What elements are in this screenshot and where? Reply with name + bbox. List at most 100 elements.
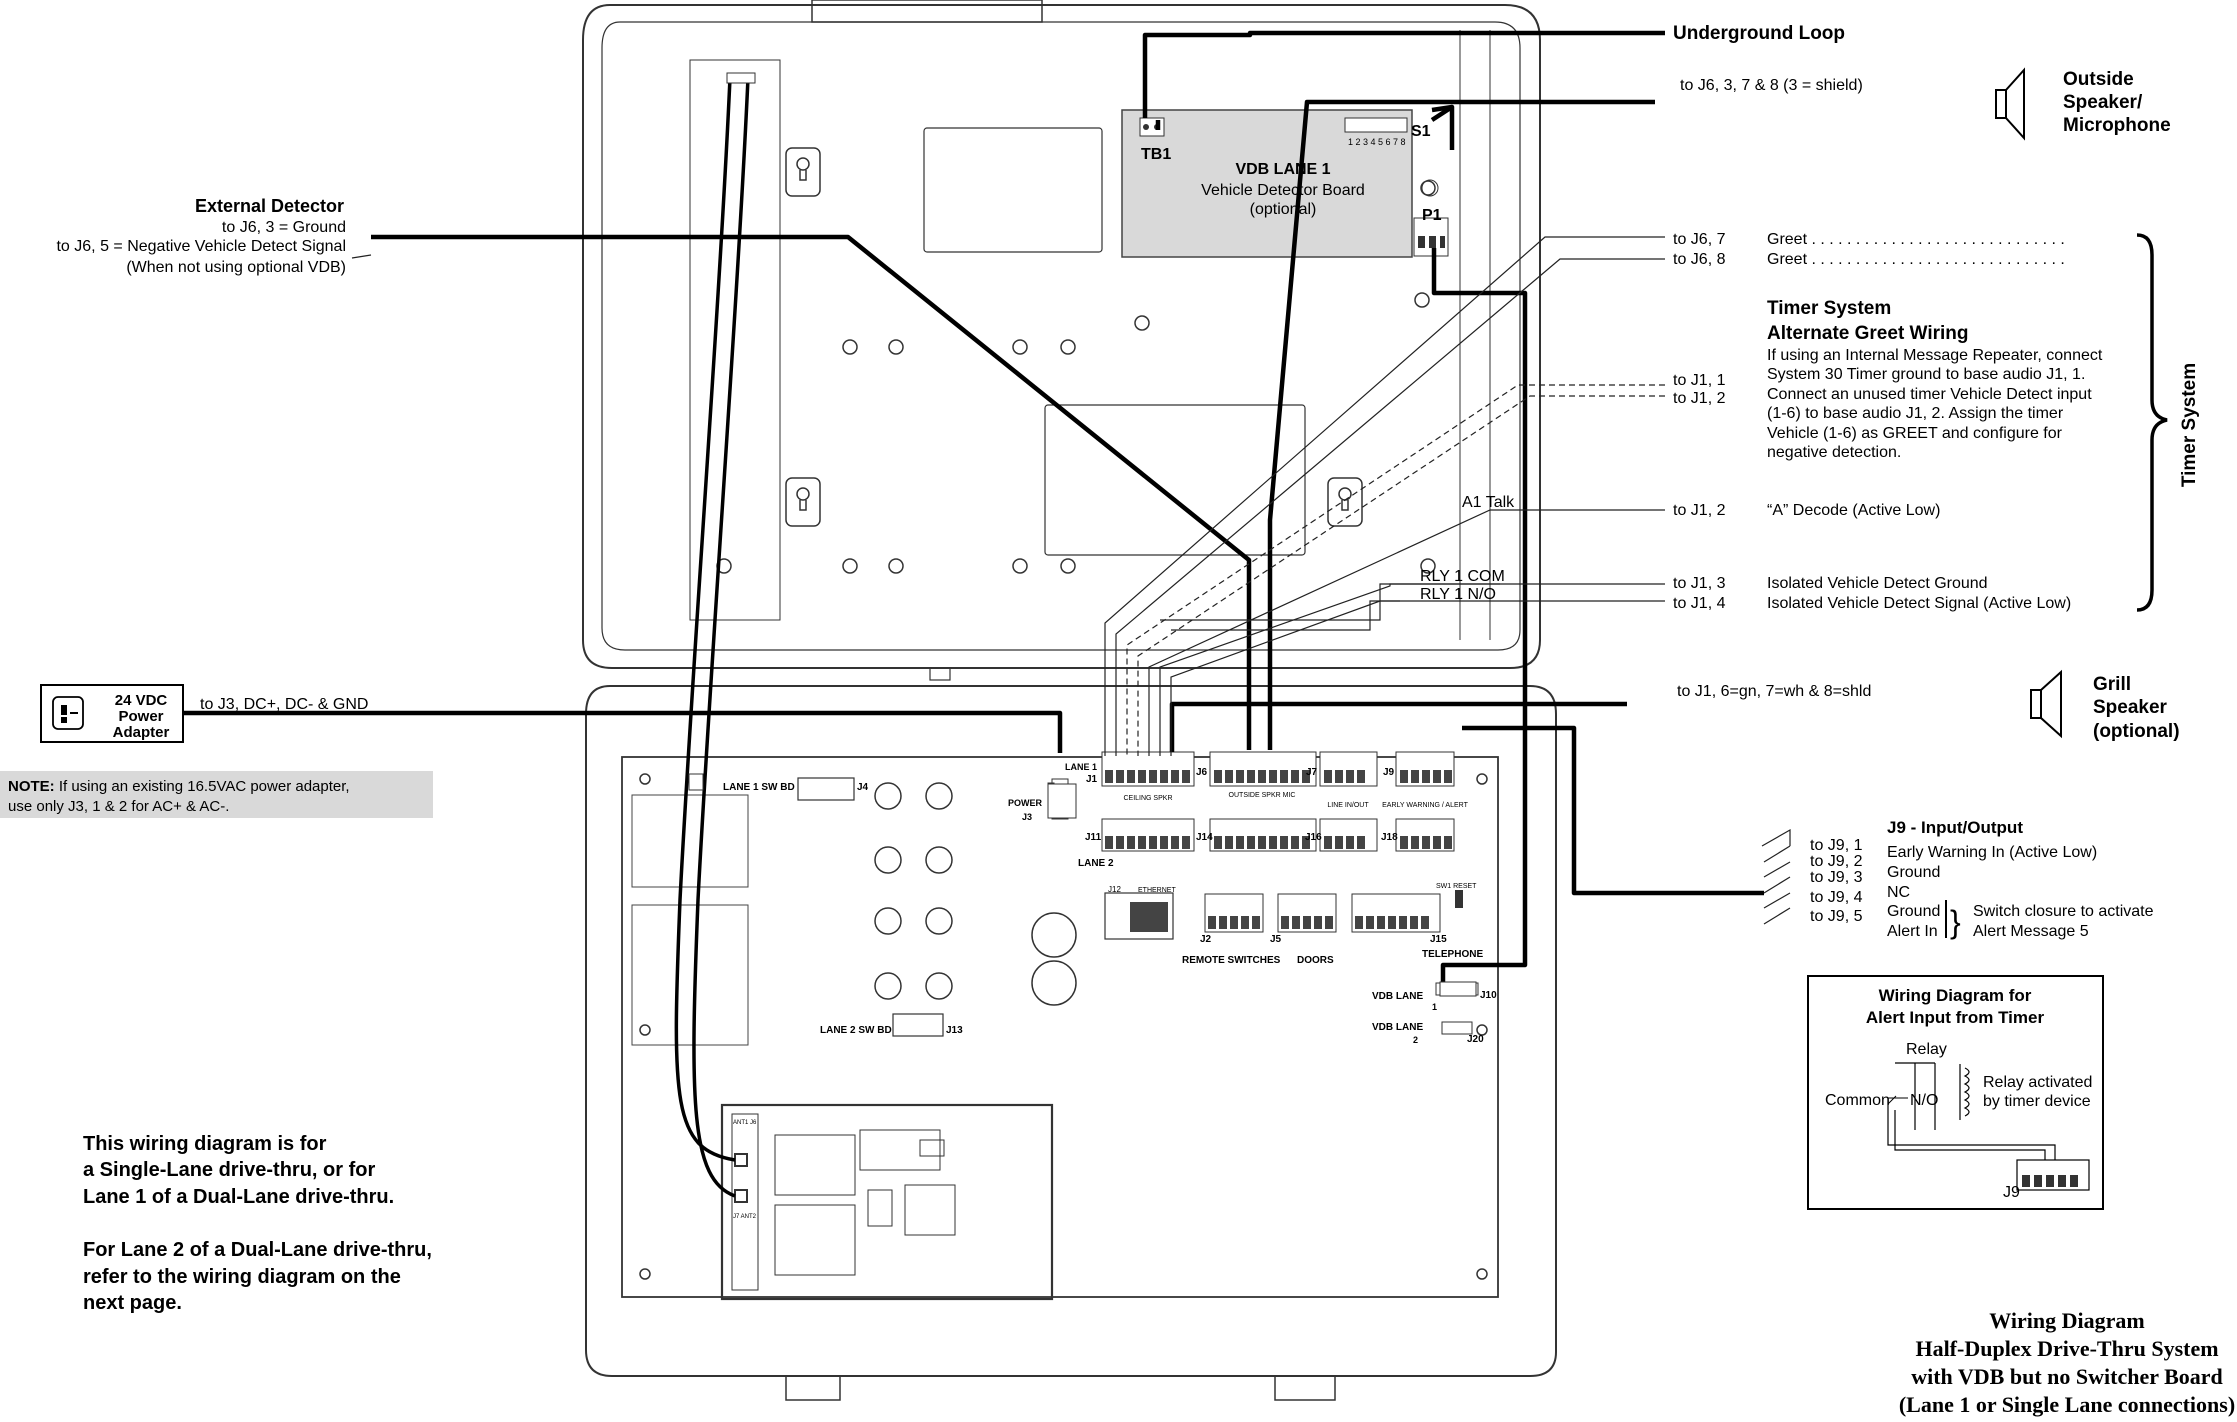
power-note-line2: use only J3, 1 & 2 for AC+ & AC-.	[8, 798, 229, 815]
alert-title1: Wiring Diagram for	[1879, 986, 2032, 1005]
j9-p3: NC	[1887, 884, 1910, 901]
note-line6: next page.	[83, 1292, 182, 1314]
alert-input-box	[1807, 975, 2104, 1210]
j9-p5: Alert In	[1887, 923, 1938, 940]
board-j1: J1	[1086, 774, 1098, 785]
board-j6: J6	[1196, 767, 1208, 778]
iso-gnd-label: Isolated Vehicle Detect Ground	[1767, 575, 1988, 592]
board-doors: DOORS	[1297, 955, 1334, 966]
j9-brace: }	[1950, 904, 1961, 940]
board-power: POWER	[1008, 798, 1043, 808]
board-vdb-lane2-num: 2	[1413, 1035, 1418, 1045]
vdb-dip-numbers: 1 2 3 4 5 6 7 8	[1348, 137, 1406, 147]
iso-sig-label: Isolated Vehicle Detect Signal (Active L…	[1767, 595, 2071, 612]
j9-p4-to: to J9, 4	[1810, 889, 1863, 906]
board-j15: J15	[1430, 934, 1447, 945]
board-ant2: J7 ANT2	[733, 1214, 757, 1220]
board-ant1: ANT1 J6	[733, 1120, 757, 1126]
note-line1: This wiring diagram is for	[83, 1133, 327, 1155]
j9-p2: Ground	[1887, 864, 1940, 881]
outside-speaker-line1: Outside	[2063, 69, 2134, 90]
grill-speaker-line2: Speaker	[2093, 697, 2168, 718]
vdb-tb1-label: TB1	[1141, 146, 1171, 163]
timer-j11: to J1, 1	[1673, 372, 1726, 389]
keyhole-mounts	[785, 147, 1363, 527]
grill-speaker-line3: (optional)	[2093, 721, 2180, 742]
external-detector-line3: (When not using optional VDB)	[126, 259, 346, 276]
board-labels: LANE 1 SW BD J4 LANE 2 SW BD J13 POWER J…	[723, 762, 1497, 1220]
j9-p2-to: to J9, 2	[1810, 853, 1863, 870]
outside-speaker-wiring: to J6, 3, 7 & 8 (3 = shield)	[1680, 77, 1863, 94]
title-line3: with VDB but no Switcher Board	[1911, 1364, 2223, 1389]
decode-to: to J1, 2	[1673, 502, 1726, 519]
j9-io-bracket	[1945, 900, 1947, 938]
iso-gnd-to: to J1, 3	[1673, 575, 1726, 592]
vdb-title: VDB LANE 1	[1235, 161, 1330, 178]
lid-holes	[716, 180, 1436, 574]
greet2-to: to J6, 8	[1673, 251, 1726, 268]
timer-desc1: If using an Internal Message Repeater, c…	[1767, 347, 2103, 364]
timer-desc4: (1-6) to base audio J1, 2. Assign the ti…	[1767, 405, 2064, 422]
antenna-clip	[688, 773, 704, 791]
board-j12: J12	[1108, 885, 1121, 894]
board-j13: J13	[946, 1025, 963, 1036]
power-wiring-label: to J3, DC+, DC- & GND	[200, 696, 368, 713]
greet2: Greet . . . . . . . . . . . . . . . . . …	[1767, 251, 2065, 268]
radio-module	[720, 1103, 1054, 1301]
title-line2: Half-Duplex Drive-Thru System	[1915, 1336, 2218, 1361]
board-remote-switches: REMOTE SWITCHES	[1182, 955, 1281, 966]
board-vdb-lane1-num: 1	[1432, 1002, 1437, 1012]
power-note-bold: NOTE:	[8, 778, 55, 795]
grill-wiring-label: to J1, 6=gn, 7=wh & 8=shld	[1677, 683, 1871, 700]
alert-no: N/O	[1910, 1092, 1938, 1109]
j9-p3-to: to J9, 3	[1810, 869, 1863, 886]
board-outside-spkr: OUTSIDE SPKR MIC	[1229, 792, 1296, 799]
alert-j9: J9	[2003, 1184, 2020, 1201]
alert-relay: Relay	[1906, 1041, 1947, 1058]
timer-brace	[2136, 233, 2168, 612]
vdb-board	[1121, 109, 1449, 258]
power-adapter-line1: 24 VDC	[115, 692, 168, 709]
alert-title2: Alert Input from Timer	[1866, 1008, 2045, 1027]
j9-switch1: Switch closure to activate	[1973, 903, 2154, 920]
board-ceiling-spkr: CEILING SPKR	[1123, 795, 1172, 802]
board-vdb-lane2: VDB LANE	[1372, 1022, 1423, 1033]
board-vdb-lane1: VDB LANE	[1372, 991, 1423, 1002]
board-j20: J20	[1467, 1034, 1484, 1045]
rly-com-label: RLY 1 COM	[1420, 568, 1505, 585]
alert-activated2: by timer device	[1983, 1093, 2091, 1110]
greet1-to: to J6, 7	[1673, 231, 1726, 248]
board-j14: J14	[1196, 832, 1213, 843]
outside-speaker-line3: Microphone	[2063, 115, 2171, 136]
antenna-clip-top	[726, 72, 756, 84]
board-j11: J11	[1085, 832, 1102, 843]
vdb-p1-label: P1	[1422, 207, 1442, 224]
j9-io-title: J9 - Input/Output	[1887, 818, 2023, 837]
j9-p1: Early Warning In (Active Low)	[1887, 844, 2097, 861]
j9-switch2: Alert Message 5	[1973, 923, 2089, 940]
board-j5: J5	[1270, 934, 1282, 945]
board-j4: J4	[857, 782, 869, 793]
timer-system-side-label: Timer System	[2179, 363, 2200, 487]
title-line1: Wiring Diagram	[1989, 1308, 2144, 1333]
power-note: NOTE: If using an existing 16.5VAC power…	[8, 778, 350, 795]
connector-row-top	[1047, 751, 1455, 933]
vdb-line3: (optional)	[1250, 201, 1317, 218]
wires-thick	[183, 30, 1764, 988]
timer-desc3: Connect an unused timer Vehicle Detect i…	[1767, 386, 2092, 403]
board-ethernet: ETHERNET	[1138, 887, 1176, 894]
vdb-line2: Vehicle Detector Board	[1201, 182, 1365, 199]
power-note-line1: If using an existing 16.5VAC power adapt…	[55, 778, 350, 795]
board-j3: J3	[1022, 812, 1032, 822]
underground-loop-label: Underground Loop	[1673, 23, 1845, 44]
decode-label: “A” Decode (Active Low)	[1767, 502, 1940, 519]
board-j7: J7	[1306, 767, 1318, 778]
note-line3: Lane 1 of a Dual-Lane drive-thru.	[83, 1186, 394, 1208]
greet1: Greet . . . . . . . . . . . . . . . . . …	[1767, 231, 2065, 248]
board-j18: J18	[1381, 832, 1398, 843]
board-lane2: LANE 2	[1078, 858, 1114, 869]
note-line4: For Lane 2 of a Dual-Lane drive-thru,	[83, 1239, 432, 1261]
timer-heading1: Timer System	[1767, 298, 1891, 319]
board-telephone: TELEPHONE	[1422, 949, 1483, 960]
